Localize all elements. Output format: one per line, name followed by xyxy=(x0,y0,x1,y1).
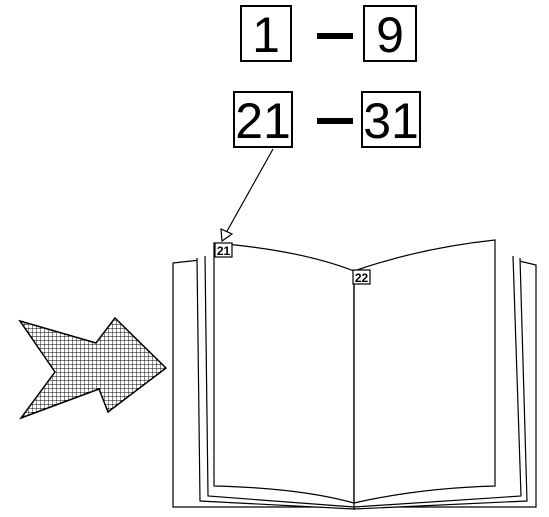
range-bottom-start-box xyxy=(233,91,293,148)
svg-text:21: 21 xyxy=(217,244,231,258)
range-top-end-box xyxy=(363,5,417,62)
open-book-icon xyxy=(172,239,537,510)
range-top-end-label: 9 xyxy=(376,7,404,63)
range-top: 1 9 xyxy=(240,5,417,63)
range-bottom: 21 31 xyxy=(233,91,421,149)
range-bottom-dash xyxy=(317,118,353,124)
pointer-arrow xyxy=(220,148,274,243)
range-bottom-start-label: 21 xyxy=(235,93,291,149)
right-page-number: 22 xyxy=(352,269,371,285)
range-top-dash xyxy=(317,33,353,39)
range-bottom-end-label: 31 xyxy=(363,93,419,149)
left-page-number: 21 xyxy=(214,242,233,258)
range-bottom-end-box xyxy=(361,91,421,148)
svg-text:22: 22 xyxy=(355,271,369,285)
range-top-start-box xyxy=(240,5,292,62)
right-arrow-icon xyxy=(18,316,168,420)
range-top-start-label: 1 xyxy=(252,7,280,63)
